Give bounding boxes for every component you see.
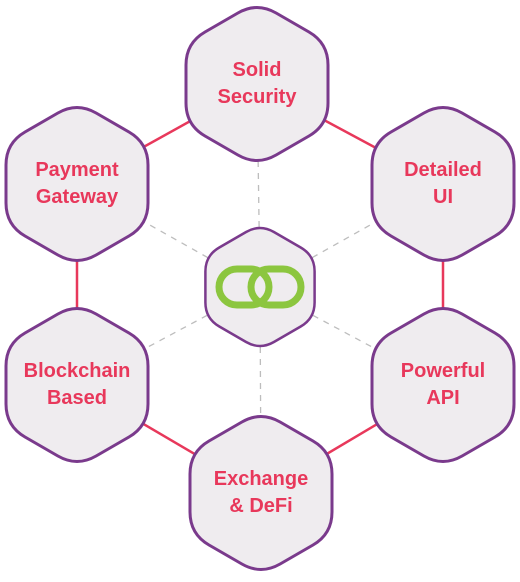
center-hexagon-shape [204, 226, 316, 348]
feature-label-solid-security: Solid Security [217, 59, 297, 108]
link-icon [215, 265, 305, 309]
feature-hexagon-solid-security [184, 6, 330, 162]
feature-label-blockchain-based: Blockchain Based [23, 360, 131, 409]
feature-hexagon-payment-gateway [4, 106, 150, 262]
feature-hexagons [4, 6, 516, 571]
feature-label-powerful-api: Powerful API [400, 360, 486, 409]
feature-hexagon-blockchain-based [4, 307, 150, 463]
feature-hexagon-detailed-ui [370, 106, 516, 262]
feature-hexagon-exchange-defi [188, 415, 334, 571]
feature-label-exchange-defi: Exchange & DeFi [213, 468, 309, 517]
link-icon-right-loop [247, 265, 305, 309]
feature-label-detailed-ui: Detailed UI [404, 159, 482, 208]
feature-label-payment-gateway: Payment Gateway [35, 159, 119, 208]
feature-hexagon-powerful-api [370, 307, 516, 463]
link-icon-left-loop [215, 265, 273, 309]
center-hexagon [204, 226, 316, 348]
